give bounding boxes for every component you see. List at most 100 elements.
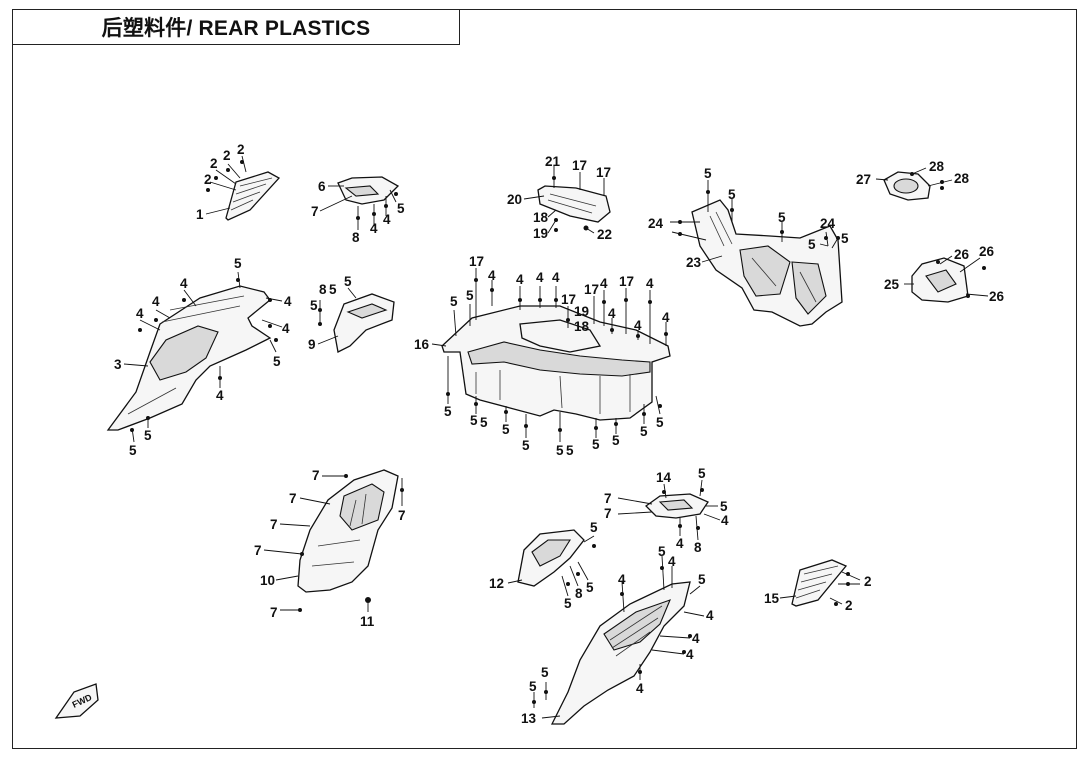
callout-10: 10 xyxy=(260,573,275,588)
callout-17: 17 xyxy=(469,254,484,269)
callout-5: 5 xyxy=(658,544,666,559)
callout-4: 4 xyxy=(536,270,544,285)
part-15-trim xyxy=(791,559,848,607)
callout-5: 5 xyxy=(480,415,488,430)
callout-5: 5 xyxy=(590,520,598,535)
callout-5: 5 xyxy=(522,438,530,453)
callout-6: 6 xyxy=(318,179,326,194)
leader-lines xyxy=(123,155,989,719)
callout-5: 5 xyxy=(234,256,242,271)
callout-7: 7 xyxy=(289,491,297,506)
callout-11: 11 xyxy=(360,614,375,629)
title-box: 后塑料件/ REAR PLASTICS xyxy=(12,9,460,45)
callout-4: 4 xyxy=(636,681,644,696)
callout-5: 5 xyxy=(586,580,594,595)
part-13-side-panel xyxy=(550,581,691,725)
callout-1: 1 xyxy=(196,207,204,222)
callout-4: 4 xyxy=(668,554,676,569)
callout-19: 19 xyxy=(533,226,548,241)
callout-24: 24 xyxy=(820,216,836,231)
callout-5: 5 xyxy=(698,466,706,481)
callout-4: 4 xyxy=(370,221,378,236)
fwd-arrow-icon: FWD xyxy=(54,683,99,719)
callout-5: 5 xyxy=(778,210,786,225)
callout-5: 5 xyxy=(656,415,664,430)
callout-20: 20 xyxy=(507,192,522,207)
callout-18: 18 xyxy=(574,319,590,334)
callout-17: 17 xyxy=(584,282,599,297)
callout-2: 2 xyxy=(223,148,231,163)
callout-4: 4 xyxy=(662,310,670,325)
callout-4: 4 xyxy=(721,513,729,528)
callout-4: 4 xyxy=(284,294,292,309)
callout-4: 4 xyxy=(383,212,391,227)
callout-4: 4 xyxy=(552,270,560,285)
callout-5: 5 xyxy=(329,282,337,297)
callout-4: 4 xyxy=(646,276,654,291)
part-3-left-fender xyxy=(106,285,272,431)
callout-17: 17 xyxy=(572,158,587,173)
part-16-cargo-box xyxy=(441,305,671,421)
callout-16: 16 xyxy=(414,337,430,352)
callout-5: 5 xyxy=(129,443,137,458)
callout-5: 5 xyxy=(397,201,405,216)
callout-5: 5 xyxy=(444,404,452,419)
callout-26: 26 xyxy=(979,244,995,259)
callout-19: 19 xyxy=(574,304,589,319)
callout-5: 5 xyxy=(144,428,152,443)
callout-2: 2 xyxy=(864,574,872,589)
callout-5: 5 xyxy=(698,572,706,587)
fastener-dots xyxy=(130,160,986,704)
callout-4: 4 xyxy=(488,268,496,283)
callout-5: 5 xyxy=(720,499,728,514)
callout-8: 8 xyxy=(352,230,360,245)
part-12-bracket xyxy=(517,529,585,587)
callout-21: 21 xyxy=(545,154,561,169)
callout-5: 5 xyxy=(529,679,537,694)
callout-4: 4 xyxy=(282,321,290,336)
callout-9: 9 xyxy=(308,337,316,352)
callout-27: 27 xyxy=(856,172,871,187)
callout-4: 4 xyxy=(152,294,160,309)
callout-7: 7 xyxy=(270,605,278,620)
callout-5: 5 xyxy=(344,274,352,289)
callout-7: 7 xyxy=(270,517,278,532)
callout-7: 7 xyxy=(312,468,320,483)
callout-4: 4 xyxy=(136,306,144,321)
callout-4: 4 xyxy=(686,647,694,662)
callout-4: 4 xyxy=(634,318,642,333)
callout-5: 5 xyxy=(564,596,572,611)
callout-4: 4 xyxy=(216,388,224,403)
callout-15: 15 xyxy=(764,591,780,606)
callout-13: 13 xyxy=(521,711,537,726)
callout-14: 14 xyxy=(656,470,672,485)
part-14-bracket xyxy=(644,493,709,519)
callout-4: 4 xyxy=(676,536,684,551)
callout-5: 5 xyxy=(640,424,648,439)
part-25-bracket xyxy=(911,257,969,303)
callout-8: 8 xyxy=(575,586,583,601)
part-9-bracket xyxy=(333,293,395,353)
callout-4: 4 xyxy=(600,276,608,291)
callout-5: 5 xyxy=(612,433,620,448)
callout-2: 2 xyxy=(204,172,212,187)
callout-24: 24 xyxy=(648,216,664,231)
callout-5: 4 xyxy=(516,272,524,287)
callout-5: 5 xyxy=(808,237,816,252)
callout-5: 5 xyxy=(592,437,600,452)
callout-17: 17 xyxy=(619,274,634,289)
callout-4: 4 xyxy=(180,276,188,291)
callout-12: 12 xyxy=(489,576,504,591)
callout-5: 5 xyxy=(728,187,736,202)
part-1-trim xyxy=(225,171,281,221)
callout-26: 26 xyxy=(954,247,970,262)
callout-7: 7 xyxy=(254,543,262,558)
callout-4: 4 xyxy=(706,608,714,623)
callout-7: 7 xyxy=(311,204,319,219)
callout-5: 5 xyxy=(310,298,318,313)
callout-2: 2 xyxy=(210,156,218,171)
callout-26: 26 xyxy=(989,289,1005,304)
callout-4: 4 xyxy=(618,572,626,587)
callout-4: 4 xyxy=(692,631,700,646)
